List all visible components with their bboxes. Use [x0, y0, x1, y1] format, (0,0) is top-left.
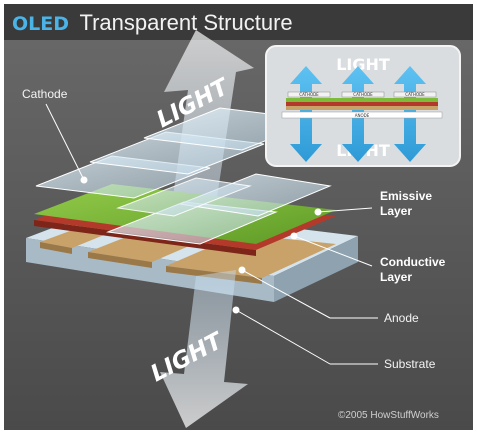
- conductive-dot: [290, 232, 298, 240]
- inset-light-top: LIGHT: [336, 55, 390, 74]
- inset-emissive: [286, 98, 438, 102]
- inset-cathode-tag-2: CATHODE: [353, 92, 373, 97]
- cathode-leader: [45, 103, 85, 181]
- emissive-label-line1: Emissive: [380, 189, 432, 203]
- light-arrow-down: [160, 270, 248, 428]
- emissive-label-line2: Layer: [380, 204, 412, 218]
- inset-substrate: [281, 111, 443, 119]
- inset-cathode-3: [393, 91, 437, 98]
- title-rest: Transparent Structure: [79, 10, 292, 35]
- inset-panel: LIGHT LIGHT CATHODE CATHODE CATHODE ANOD…: [265, 45, 461, 167]
- inset-cathode-tag-1: CATHODE: [299, 92, 319, 97]
- inset-cathode-1: [287, 91, 331, 98]
- conductive-label-line2: Layer: [380, 270, 412, 284]
- cathode-label: Cathode: [22, 87, 68, 101]
- emissive-leader: [317, 207, 373, 213]
- inset-anode: [286, 106, 438, 110]
- conductive-label-line1: Conductive: [380, 255, 446, 269]
- page-title: OLED Transparent Structure: [12, 10, 293, 35]
- leader-dots: [80, 176, 322, 314]
- anode-leader-2: [241, 269, 331, 319]
- substrate-dot: [232, 306, 240, 314]
- inset-anode-tag: ANODE: [355, 113, 370, 118]
- substrate-leader-2: [235, 309, 331, 365]
- title-prefix: OLED: [12, 13, 69, 35]
- cathode-dot: [80, 176, 88, 184]
- title-bar: [4, 4, 473, 40]
- inset-cathode-tag-3: CATHODE: [405, 92, 425, 97]
- anode-label: Anode: [384, 311, 419, 325]
- leader-lines: [45, 103, 378, 365]
- substrate-label: Substrate: [384, 357, 436, 371]
- inset-cathode-2: [341, 91, 385, 98]
- copyright-text: ©2005 HowStuffWorks: [338, 410, 439, 421]
- inset-conductive: [286, 102, 438, 106]
- conductive-leader: [293, 235, 373, 267]
- anode-dot: [238, 266, 246, 274]
- emissive-dot: [314, 208, 322, 216]
